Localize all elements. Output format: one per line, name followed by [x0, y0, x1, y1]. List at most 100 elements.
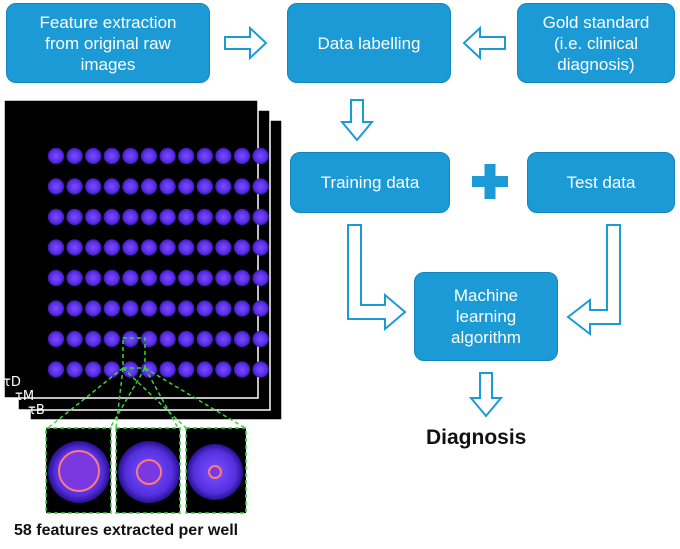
well: [47, 269, 65, 287]
arrow-gold-to-labelling: [462, 25, 506, 61]
plus-icon: [472, 164, 508, 199]
well: [47, 239, 65, 256]
well: [103, 239, 121, 256]
training-data-box: Training data: [290, 152, 450, 213]
channel-label-d: τD: [3, 375, 21, 390]
well: [233, 208, 251, 226]
well-plate-stack: [3, 99, 283, 421]
data-labelling-label: Data labelling: [317, 33, 421, 53]
well: [140, 300, 158, 317]
feature-extraction-box: Feature extraction from original raw ima…: [6, 3, 210, 83]
well: [103, 330, 121, 348]
well: [178, 300, 195, 317]
zoom-connectors: [47, 367, 246, 429]
machine-learning-box: Machine learning algorithm: [414, 272, 558, 361]
test-data-label: Test data: [566, 173, 636, 192]
well: [252, 178, 269, 195]
highlighted-well: [122, 337, 146, 369]
well: [215, 269, 232, 287]
well: [233, 361, 251, 378]
well: [140, 178, 158, 195]
well: [159, 239, 176, 256]
well: [122, 361, 139, 378]
well: [196, 269, 213, 287]
arrow-test-to-ml: [566, 224, 621, 337]
well: [103, 178, 121, 195]
well: [215, 330, 232, 348]
well: [103, 147, 121, 165]
well: [103, 208, 121, 226]
well: [178, 178, 195, 195]
well: [233, 178, 251, 195]
data-labelling-box: Data labelling: [287, 3, 451, 83]
well: [66, 300, 83, 317]
well: [159, 269, 176, 287]
zoomed-well-2: [115, 427, 181, 514]
well: [85, 269, 102, 287]
well: [196, 239, 213, 256]
well: [66, 330, 83, 348]
well: [122, 239, 139, 256]
well: [196, 361, 213, 378]
well: [122, 269, 139, 287]
test-data-box: Test data: [527, 152, 675, 213]
well: [233, 147, 251, 165]
well: [215, 178, 232, 195]
well: [66, 178, 83, 195]
well: [47, 330, 65, 348]
well: [122, 330, 139, 348]
well: [215, 361, 232, 378]
well: [66, 269, 83, 287]
well: [47, 361, 65, 378]
well: [252, 147, 269, 165]
well: [122, 208, 139, 226]
well: [85, 147, 102, 165]
well: [159, 330, 176, 348]
well: [159, 300, 176, 317]
channel-label-b: τB: [28, 403, 45, 418]
well: [103, 361, 121, 378]
well: [252, 239, 269, 256]
well: [85, 330, 102, 348]
well: [178, 239, 195, 256]
well: [215, 239, 232, 256]
well: [47, 178, 65, 195]
well: [215, 300, 232, 317]
well: [140, 147, 158, 165]
channel-label-m: τM: [15, 389, 34, 404]
well: [215, 208, 232, 226]
well: [252, 300, 269, 317]
well: [178, 147, 195, 165]
well: [122, 178, 139, 195]
well: [66, 361, 83, 378]
well: [159, 147, 176, 165]
gold-standard-label: Gold standard (i.e. clinical diagnosis): [542, 12, 650, 74]
arrow-feature-to-labelling: [224, 25, 268, 61]
diagnosis-label: Diagnosis: [426, 426, 527, 449]
well: [252, 330, 269, 348]
machine-learning-label: Machine learning algorithm: [451, 286, 521, 347]
well: [196, 300, 213, 317]
well: [159, 361, 176, 378]
well: [252, 269, 269, 287]
feature-extraction-label: Feature extraction from original raw ima…: [39, 12, 177, 74]
well: [252, 208, 269, 226]
well: [85, 208, 102, 226]
training-data-label: Training data: [320, 173, 420, 192]
well: [215, 147, 232, 165]
well: [85, 300, 102, 317]
well: [233, 330, 251, 348]
arrow-ml-to-diagnosis: [468, 372, 504, 418]
well-grid: [47, 147, 269, 378]
well: [140, 269, 158, 287]
well: [85, 178, 102, 195]
well: [103, 269, 121, 287]
well: [178, 208, 195, 226]
well: [159, 208, 176, 226]
well: [47, 208, 65, 226]
well: [233, 269, 251, 287]
arrow-labelling-to-training: [339, 99, 375, 142]
well: [66, 239, 83, 256]
well: [252, 361, 269, 378]
